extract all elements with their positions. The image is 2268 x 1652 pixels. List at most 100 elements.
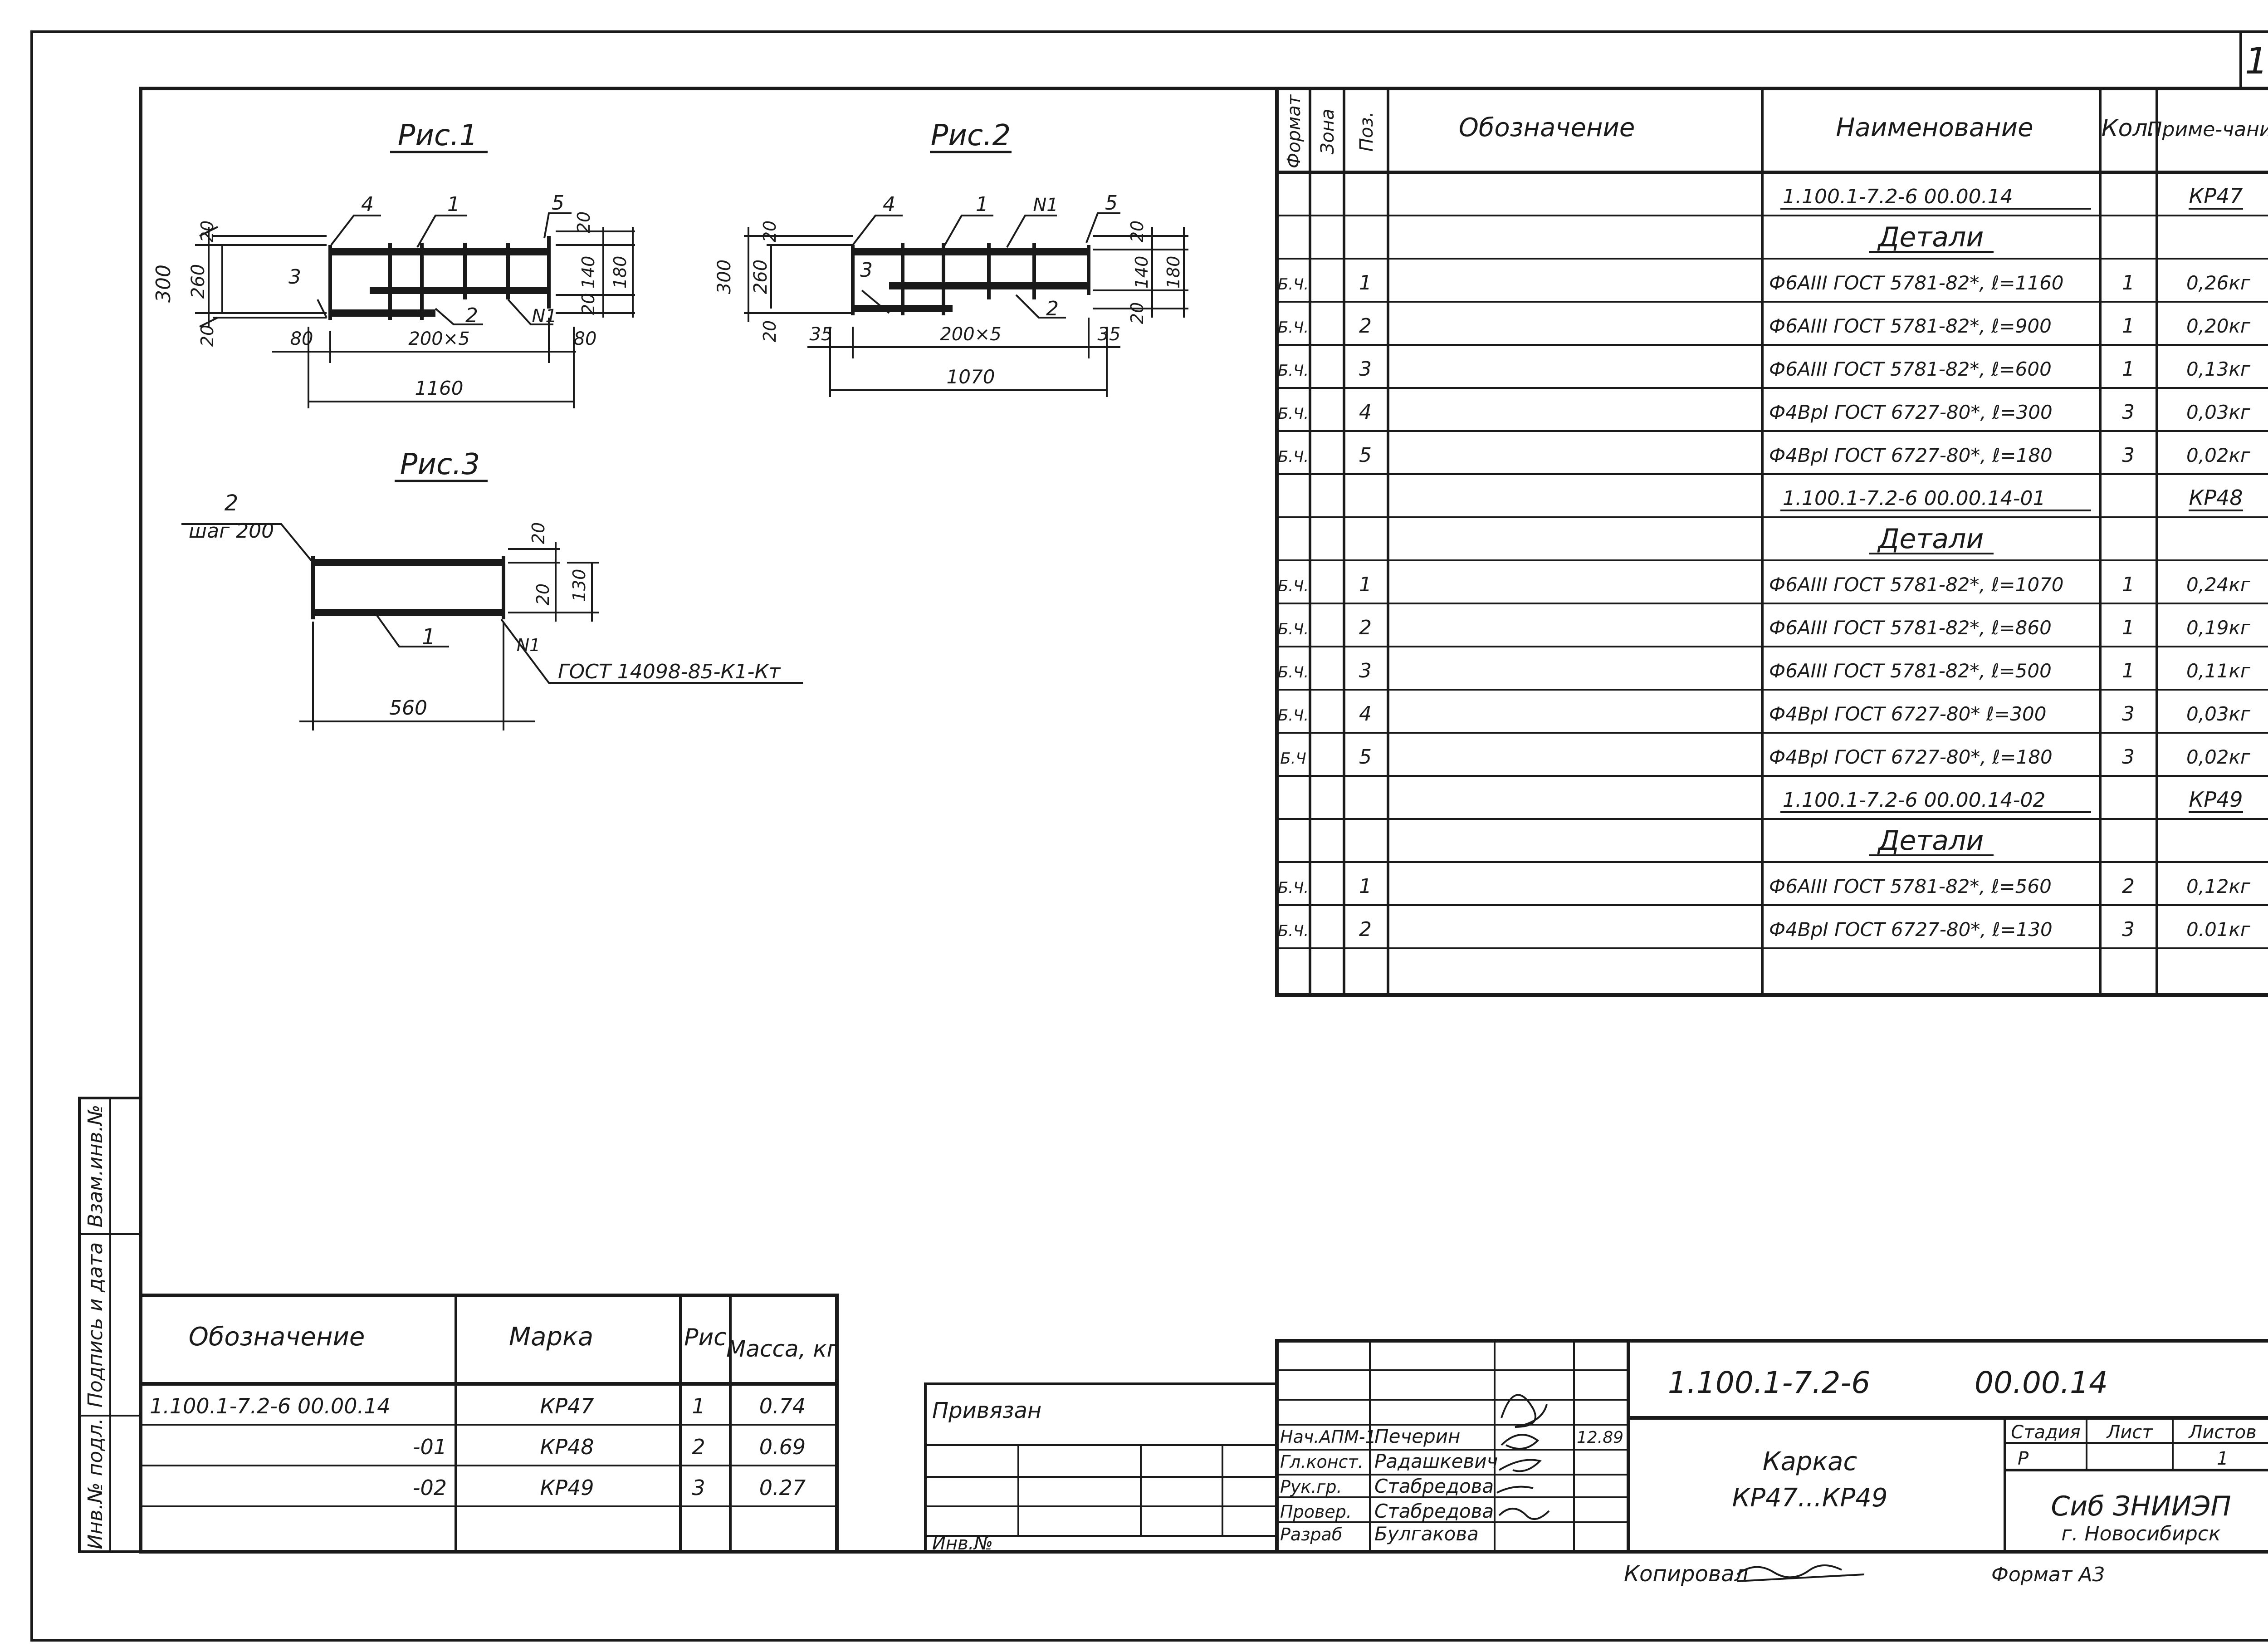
spec-cell-format: Б.Ч. bbox=[1278, 620, 1309, 638]
mass-header-mark: Марка bbox=[509, 1322, 593, 1352]
mass-header-fig: Рис bbox=[684, 1324, 727, 1351]
sheets-value: 1 bbox=[2217, 1448, 2228, 1469]
fig1-dim-right-off: 80 bbox=[574, 328, 597, 349]
fig2-callout-5: 5 bbox=[1105, 191, 1118, 215]
fig2-dim-h-total: 300 bbox=[714, 260, 735, 294]
spec-header-name: Наименование bbox=[1836, 113, 2033, 142]
person-role: Нач.АПМ-1 bbox=[1280, 1427, 1376, 1447]
fig1-dim-right-inner: 140 bbox=[578, 256, 598, 289]
spec-cell-format: Б.Ч. bbox=[1278, 922, 1309, 940]
fig2-dim-span: 200×5 bbox=[940, 324, 1001, 345]
mass-cell-mass: 0.69 bbox=[759, 1435, 806, 1459]
fig1-dim-top-left: 20 bbox=[197, 221, 217, 242]
spec-cell-note: 0,13кг bbox=[2186, 358, 2251, 380]
fig2-title: Рис.2 bbox=[931, 119, 1011, 152]
fig2-dim-right-top: 20 bbox=[1127, 221, 1147, 242]
spec-cell-format: Б.Ч. bbox=[1278, 275, 1309, 294]
sheet-number: 17 bbox=[2245, 40, 2268, 82]
fig3-weld-note: ГОСТ 14098-85-К1-Кт bbox=[558, 660, 781, 683]
figure-2: Рис.2 300 260 20 20 20 140 180 20 35 200… bbox=[714, 119, 1188, 397]
spec-cell-name: 1.100.1-7.2-6 00.00.14-01 bbox=[1783, 487, 2045, 510]
fig3-dim-mid: 20 bbox=[533, 583, 553, 605]
fig3-dim-top: 20 bbox=[528, 522, 548, 544]
spec-cell-format: Б.Ч bbox=[1280, 750, 1306, 768]
fig2-dim-right-total: 180 bbox=[1163, 256, 1183, 289]
spec-cell-name: Ф6АIII ГОСТ 5781-82*, ℓ=500 bbox=[1769, 660, 2052, 682]
figure-1: Рис.1 300 260 20 20 20 140 180 20 80 200… bbox=[152, 119, 635, 408]
mass-cell-designation: -02 bbox=[413, 1476, 447, 1500]
fig2-dim-h-inner: 260 bbox=[750, 260, 771, 294]
person-name: Печерин bbox=[1374, 1425, 1461, 1447]
spec-cell-note: 0,20кг bbox=[2186, 315, 2251, 337]
spec-cell-name: Ф6АIII ГОСТ 5781-82*, ℓ=600 bbox=[1769, 358, 2052, 380]
spec-cell-pos: 1 bbox=[1359, 875, 1372, 898]
spec-cell-format: Б.Ч. bbox=[1278, 448, 1309, 466]
spec-cell-name: Ф6АIII ГОСТ 5781-82*, ℓ=900 bbox=[1769, 315, 2052, 337]
spec-cell-note: КР49 bbox=[2189, 787, 2243, 812]
spec-cell-name: Детали bbox=[1877, 523, 1984, 555]
spec-cell-name: Ф4ВрI ГОСТ 6727-80*, ℓ=180 bbox=[1769, 444, 2053, 466]
spec-header-qty: Кол. bbox=[2102, 115, 2156, 142]
spec-cell-format: Б.Ч. bbox=[1278, 879, 1309, 897]
fig3-dim-height: 130 bbox=[569, 569, 589, 602]
person-name: Радашкевич bbox=[1374, 1450, 1498, 1472]
fig1-dim-bottom-left: 20 bbox=[197, 325, 217, 347]
spec-header-note: Приме-чание bbox=[2147, 118, 2268, 141]
privyazan-block: Привязан Инв.№ bbox=[924, 1382, 1278, 1554]
spec-cell-name: 1.100.1-7.2-6 00.00.14 bbox=[1783, 185, 2013, 208]
spec-cell-note: 0,24кг bbox=[2186, 574, 2251, 596]
outer-border bbox=[30, 30, 2268, 1642]
spec-cell-format: Б.Ч. bbox=[1278, 319, 1309, 337]
spec-cell-pos: 1 bbox=[1359, 573, 1372, 596]
person-role: Рук.гр. bbox=[1280, 1477, 1342, 1497]
spec-cell-name: Ф6АIII ГОСТ 5781-82*, ℓ=560 bbox=[1769, 875, 2052, 897]
person-name: Стабредова bbox=[1374, 1475, 1494, 1497]
person-role: Разраб bbox=[1280, 1525, 1342, 1544]
fig2-callout-3: 3 bbox=[860, 259, 873, 282]
spec-cell-note: 0,11кг bbox=[2186, 660, 2251, 682]
fig1-callout-n1: N1 bbox=[532, 306, 557, 327]
mass-cell-fig: 1 bbox=[692, 1394, 705, 1418]
spec-cell-qty: 1 bbox=[2122, 271, 2135, 294]
mass-cell-designation: -01 bbox=[413, 1435, 447, 1459]
spec-cell-qty: 3 bbox=[2122, 745, 2135, 769]
spec-cell-note: 0.01кг bbox=[2186, 918, 2251, 941]
mass-cell-mass: 0.27 bbox=[759, 1476, 806, 1500]
fig1-dim-h-total: 300 bbox=[152, 265, 175, 303]
org-city: г. Новосибирск bbox=[2061, 1522, 2221, 1545]
spec-cell-pos: 4 bbox=[1359, 401, 1372, 424]
mass-cell-mass: 0.74 bbox=[759, 1394, 806, 1418]
mass-cell-mark: КР48 bbox=[540, 1435, 594, 1459]
mass-header-mass: Масса, кг bbox=[726, 1336, 839, 1362]
fig2-dim-right-inner: 140 bbox=[1132, 256, 1152, 289]
spec-cell-note: 0,02кг bbox=[2186, 444, 2251, 466]
fig2-callout-2: 2 bbox=[1046, 297, 1059, 320]
fig3-callout-n1: N1 bbox=[517, 635, 541, 655]
fig2-dim-left-off: 35 bbox=[810, 324, 833, 345]
spec-cell-pos: 5 bbox=[1359, 444, 1372, 467]
spec-cell-note: 0,02кг bbox=[2186, 746, 2251, 768]
spec-header-designation: Обозначение bbox=[1459, 113, 1635, 142]
fig3-dim-length: 560 bbox=[389, 696, 427, 720]
spec-cell-format: Б.Ч. bbox=[1278, 577, 1309, 595]
fig2-dim-total: 1070 bbox=[947, 366, 995, 388]
sheet-header: Лист bbox=[2106, 1422, 2153, 1443]
fig1-dim-right-bottom: 20 bbox=[578, 293, 598, 315]
inner-border bbox=[139, 87, 2268, 1554]
spec-cell-note: 0,19кг bbox=[2186, 617, 2251, 639]
spec-cell-name: Ф4ВрI ГОСТ 6727-80*, ℓ=130 bbox=[1769, 918, 2053, 941]
spec-cell-pos: 2 bbox=[1359, 918, 1372, 941]
fig1-title: Рис.1 bbox=[398, 119, 478, 152]
person-name: Стабредова bbox=[1374, 1500, 1494, 1522]
fig2-dim-bottom-left: 20 bbox=[760, 320, 780, 342]
fig2-dim-right-bottom: 20 bbox=[1127, 302, 1147, 324]
spec-cell-name: Ф4ВрI ГОСТ 6727-80*, ℓ=300 bbox=[1769, 401, 2053, 423]
spec-cell-name: Детали bbox=[1877, 825, 1984, 857]
spec-cell-name: Ф6АIII ГОСТ 5781-82*, ℓ=860 bbox=[1769, 617, 2052, 639]
spec-cell-pos: 2 bbox=[1359, 314, 1372, 338]
org-name: Сиб ЗНИИЭП bbox=[2051, 1490, 2231, 1522]
fig2-callout-1: 1 bbox=[976, 193, 988, 216]
fig2-dim-right-off: 35 bbox=[1098, 324, 1121, 345]
